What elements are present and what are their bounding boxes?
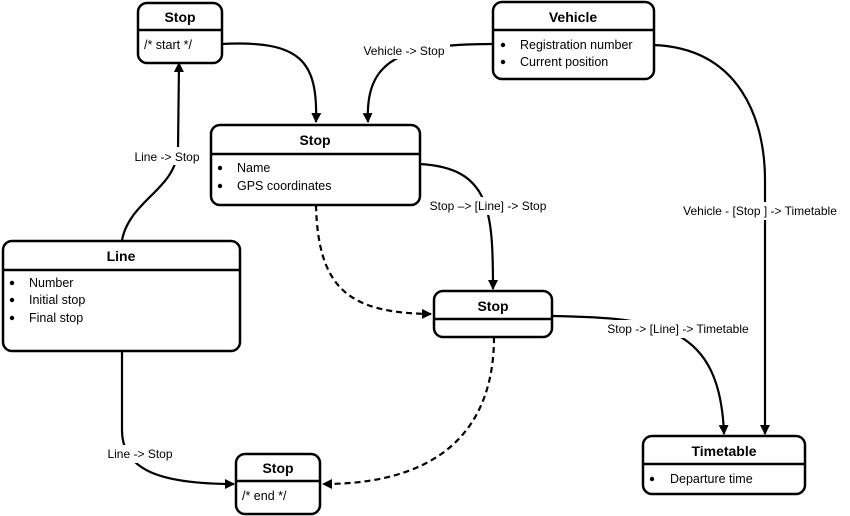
bullet-icon [9,297,15,303]
edge-start-to-main-stop [220,42,322,123]
node-item: Number [29,276,73,290]
node-stop-end: Stop /* end */ [234,452,322,516]
node-title: Stop [299,132,330,148]
node-title: Timetable [691,443,756,459]
node-title: Stop [477,298,508,314]
node-line: /* start */ [144,38,192,52]
edge-vehicle-to-timetable [652,43,770,435]
node-title: Stop [164,9,195,25]
node-item: Initial stop [29,293,85,307]
bullet-icon [500,42,506,48]
node-line: /* end */ [242,489,287,503]
bullet-icon [217,183,223,189]
edge-label-line-to-end: Line -> Stop [107,447,172,461]
edge-label-mid-to-timetable: Stop -> [Line] -> Timetable [607,322,749,336]
node-stop-mid: Stop [432,289,554,339]
nodes: Stop /* start */ Vehicle Registration nu… [1,0,807,516]
bullet-icon [9,280,15,286]
edge-labels: Line -> Stop Vehicle -> Stop Stop –> [Li… [104,41,844,463]
node-line: Line Number Initial stop Final stop [1,239,242,353]
bullet-icon [217,165,223,171]
node-timetable: Timetable Departure time [641,434,807,496]
bullet-icon [649,476,655,482]
bullet-icon [500,59,506,65]
node-item: Final stop [29,311,83,325]
node-title: Line [107,248,136,264]
edge-main-to-mid-stop [419,162,498,290]
node-title: Stop [262,460,293,476]
node-item: Current position [520,55,608,69]
edge-label-line-to-start: Line -> Stop [134,150,199,164]
edge-vehicle-to-main-stop [362,42,493,123]
node-item: Registration number [520,38,633,52]
edge-mid-to-end-dashed [322,336,496,489]
node-stop-main: Stop Name GPS coordinates [209,123,422,207]
edge-label-stop-to-mid: Stop –> [Line] -> Stop [430,199,547,213]
edge-line-to-end-stop [120,351,235,489]
node-item: GPS coordinates [237,179,332,193]
edge-main-to-mid-dashed [314,204,432,319]
node-item: Departure time [670,472,753,486]
edge-label-vehicle-to-timetable: Vehicle - [Stop ] -> Timetable [683,204,837,218]
edge-label-vehicle-to-stop: Vehicle -> Stop [363,44,444,58]
bullet-icon [9,315,15,321]
node-item: Name [237,161,270,175]
node-title: Vehicle [549,9,597,25]
node-vehicle: Vehicle Registration number Current posi… [491,0,656,81]
node-stop-start: Stop /* start */ [136,1,224,65]
